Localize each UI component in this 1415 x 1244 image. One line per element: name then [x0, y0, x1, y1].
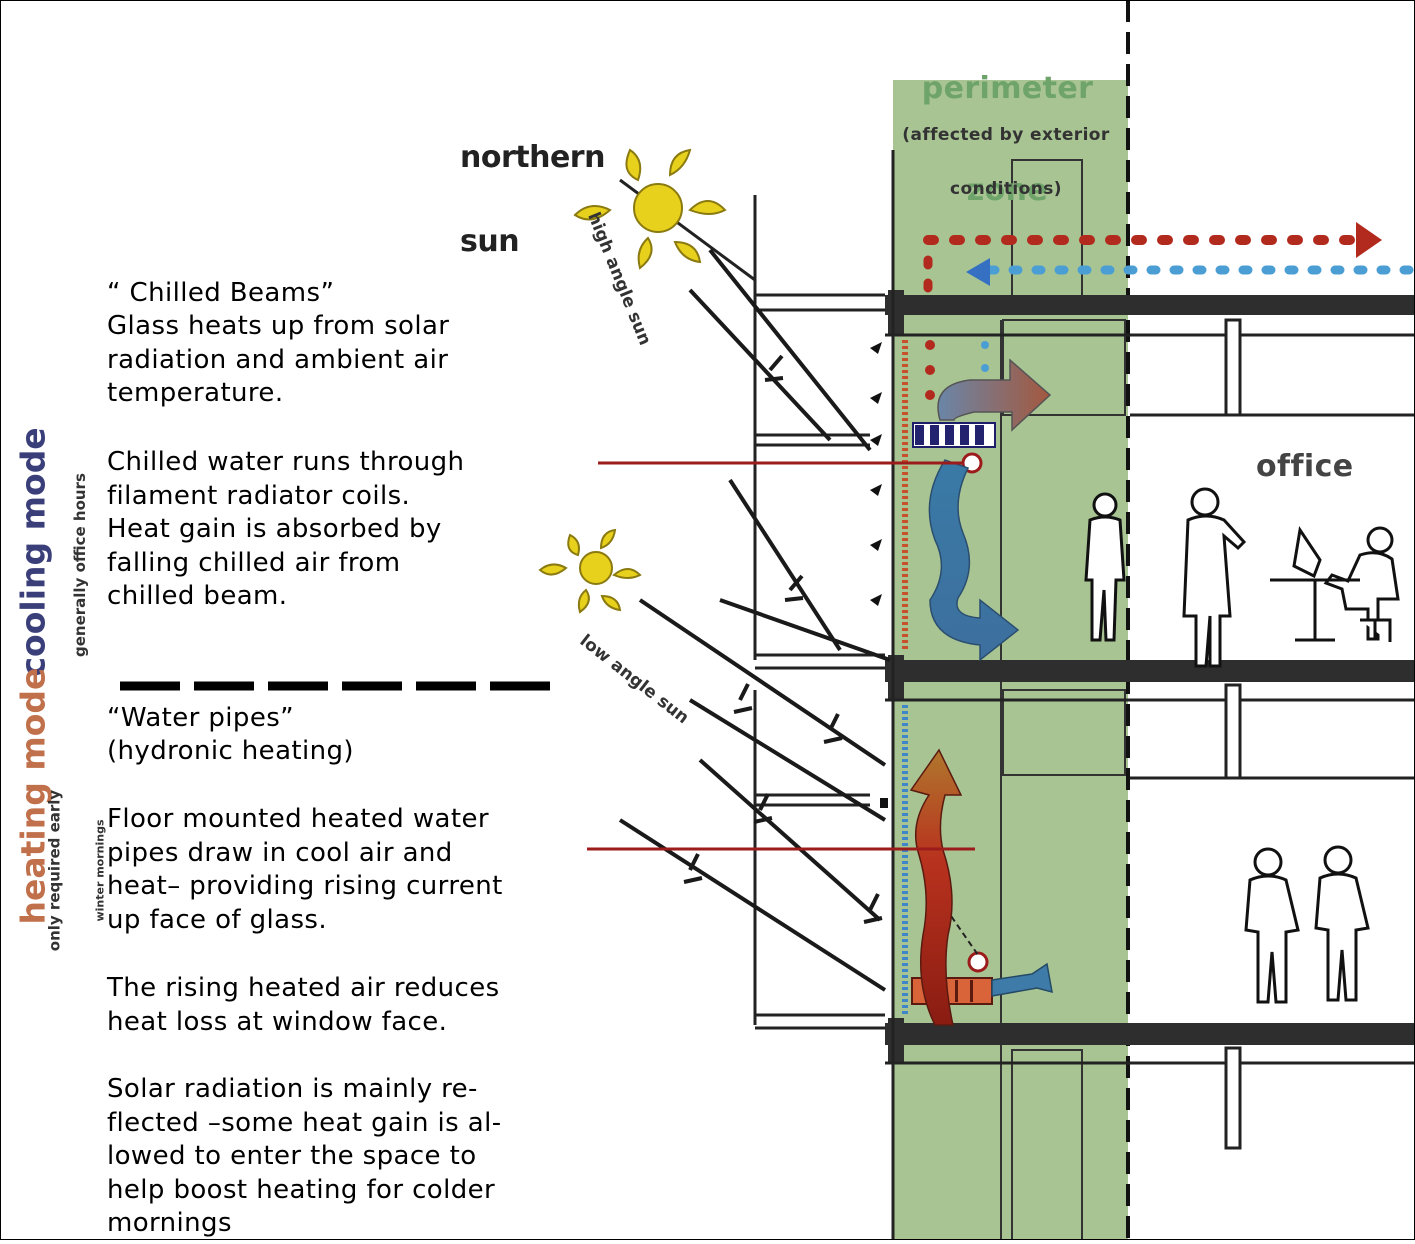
heating-mode-sub-line1: only required early — [45, 789, 64, 952]
floor-slabs — [885, 290, 1415, 1063]
external-shading — [619, 178, 885, 1030]
heating-subtitle: (hydronic heating) — [107, 736, 354, 766]
cooling-dots-column — [925, 340, 989, 400]
office-label: office — [1256, 449, 1354, 484]
high-sun-icon — [573, 148, 727, 270]
heating-paragraph-1: Floor mounted heated water pipes draw in… — [107, 804, 503, 935]
northern-sun-label: northern sun — [460, 88, 605, 284]
perimeter-note-line1: (affected by exterior — [902, 125, 1110, 145]
floor-lines — [885, 318, 1415, 1150]
perimeter-note: (affected by exterior conditions) — [886, 90, 1126, 216]
cooling-title: “ Chilled Beams” — [107, 278, 335, 308]
northern-sun-line2: sun — [460, 224, 520, 259]
person-seated-desk — [1270, 526, 1400, 642]
supply-air-arrows — [923, 222, 1415, 295]
heating-airflow-arrow — [909, 748, 963, 1026]
cooling-mode-sub: generally office hours — [71, 473, 89, 657]
cooling-mode-label: cooling mode — [13, 427, 53, 677]
heating-paragraph-2: The rising heated air reduces heat loss … — [107, 973, 500, 1037]
cooling-paragraph-1: Glass heats up from solar radiation and … — [107, 311, 450, 408]
heating-paragraph-3: Solar radiation is mainly re- flected –s… — [107, 1074, 502, 1238]
heating-mode-sub-line2: winter mornings — [93, 819, 107, 922]
perimeter-zone-line2: zone — [966, 173, 1049, 208]
person-at-window — [1084, 492, 1126, 642]
cooling-paragraph-2: Chilled water runs through filament radi… — [107, 447, 465, 611]
heating-title: “Water pipes” — [107, 703, 295, 733]
person-standing — [1182, 487, 1247, 668]
low-sun-icon — [538, 528, 642, 614]
facade-arrows — [870, 342, 888, 808]
chilled-beam — [912, 422, 996, 474]
perimeter-zone-label: perimeter zone — [920, 4, 1095, 242]
occupants — [1084, 487, 1400, 1004]
perimeter-zone-line1: perimeter — [921, 71, 1094, 106]
cooling-airflow-arrow — [928, 358, 1052, 662]
perimeter-note-line2: conditions) — [950, 179, 1062, 199]
northern-sun-line1: northern — [460, 140, 605, 175]
people-group-lower — [1244, 845, 1370, 1004]
